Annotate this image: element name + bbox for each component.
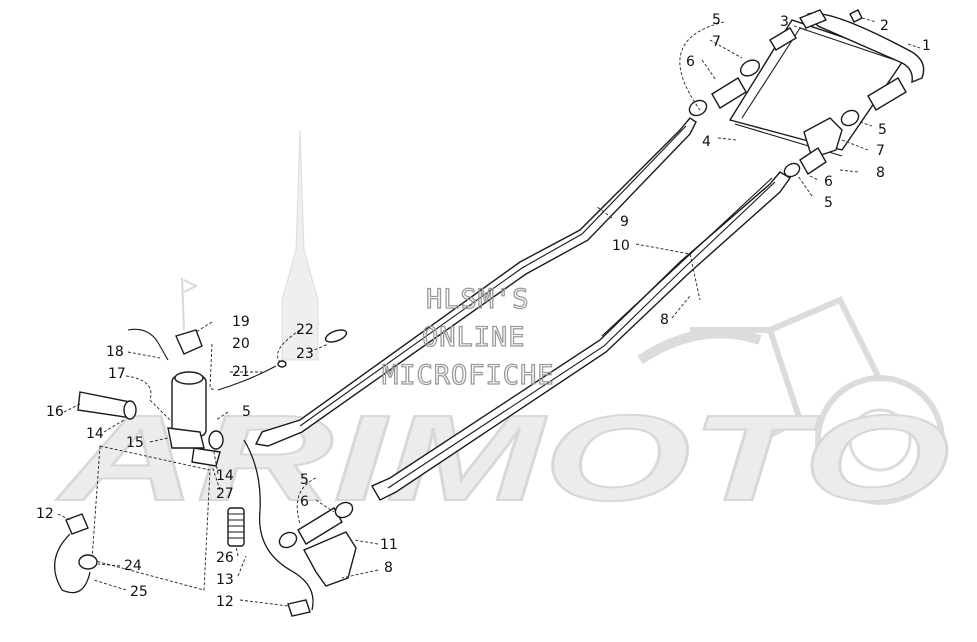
callout-5: 5 xyxy=(300,472,309,488)
spire-silhouette xyxy=(281,129,319,361)
watermark-text: HLSM'S ONLINE MICROFICHE xyxy=(381,283,555,391)
callout-18: 18 xyxy=(106,344,124,360)
callout-7: 7 xyxy=(876,143,885,159)
callout-5: 5 xyxy=(242,404,251,420)
callout-26: 26 xyxy=(216,550,234,566)
watermark-line-1: HLSM'S xyxy=(426,284,530,315)
callout-23: 23 xyxy=(296,346,314,362)
heat-exchanger xyxy=(688,9,925,178)
cooling-tube-10 xyxy=(371,171,792,501)
callout-21: 21 xyxy=(232,364,250,380)
callout-6: 6 xyxy=(824,174,833,190)
spring-26 xyxy=(227,507,245,547)
callout-24: 24 xyxy=(124,558,142,574)
callout-13: 13 xyxy=(216,572,234,588)
callout-8: 8 xyxy=(660,312,669,328)
cooling-tube-9 xyxy=(254,117,697,447)
callout-15: 15 xyxy=(126,435,144,451)
callout-19: 19 xyxy=(232,314,250,330)
callout-5: 5 xyxy=(878,122,887,138)
watermark-line-3: MICROFICHE xyxy=(382,360,555,391)
callout-10: 10 xyxy=(612,238,630,254)
callout-6: 6 xyxy=(300,494,309,510)
callout-20: 20 xyxy=(232,336,250,352)
callout-6: 6 xyxy=(686,54,695,70)
flag-silhouette xyxy=(181,277,199,331)
callout-25: 25 xyxy=(130,584,148,600)
callout-8: 8 xyxy=(384,560,393,576)
callout-4: 4 xyxy=(702,134,711,150)
callout-9: 9 xyxy=(620,214,629,230)
callout-3: 3 xyxy=(780,14,789,30)
callout-14: 14 xyxy=(86,426,104,442)
watermark-line-2: ONLINE xyxy=(422,322,526,353)
callout-12: 12 xyxy=(216,594,234,610)
callout-8: 8 xyxy=(876,165,885,181)
callout-2: 2 xyxy=(880,18,889,34)
callout-17: 17 xyxy=(108,366,126,382)
motorcycle-silhouette xyxy=(637,296,945,505)
callout-5: 5 xyxy=(824,195,833,211)
callout-14: 14 xyxy=(216,468,234,484)
callout-5: 5 xyxy=(712,12,721,28)
leader-lines xyxy=(57,17,921,607)
coolant-reservoir xyxy=(54,328,348,617)
callout-12: 12 xyxy=(36,506,54,522)
callout-11: 11 xyxy=(380,537,398,553)
callout-labels: 1 2 3 4 5 7 6 5 7 6 8 5 9 10 8 19 22 18 … xyxy=(36,12,931,610)
callout-27: 27 xyxy=(216,486,234,502)
callout-16: 16 xyxy=(46,404,64,420)
callout-22: 22 xyxy=(296,322,314,338)
lower-connector-group xyxy=(278,501,357,587)
callout-1: 1 xyxy=(922,38,931,54)
callout-7: 7 xyxy=(712,34,721,50)
